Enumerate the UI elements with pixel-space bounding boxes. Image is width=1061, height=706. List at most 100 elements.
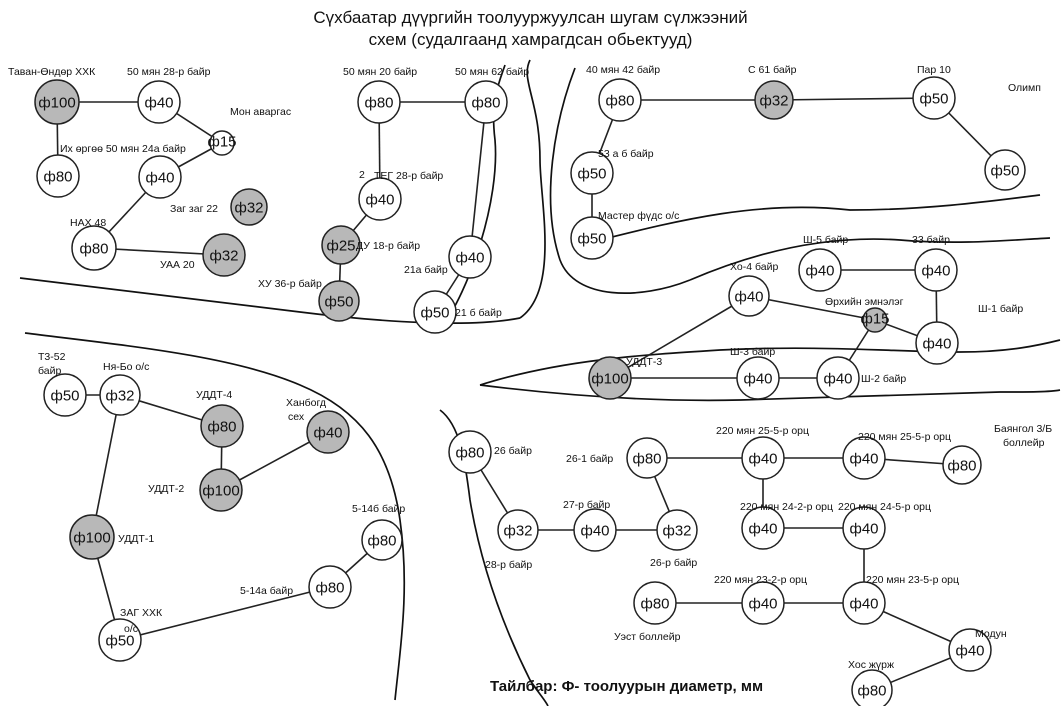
meter-circle bbox=[308, 565, 352, 609]
meter-node: ф40 bbox=[448, 235, 492, 279]
meter-node: ф80 bbox=[308, 565, 352, 609]
meter-label: ф50 bbox=[919, 91, 948, 108]
boundary-upper-left bbox=[19, 277, 521, 324]
meter-node: ф100 bbox=[69, 514, 115, 560]
meter-node: ф80 bbox=[448, 430, 492, 474]
meter-circle bbox=[34, 79, 80, 125]
meter-node: ф50 bbox=[570, 151, 614, 195]
meter-circle bbox=[202, 233, 246, 277]
meter-circle bbox=[318, 280, 360, 322]
node-caption: Ш-5 байр bbox=[803, 234, 848, 246]
node-caption: 53 а б байр bbox=[598, 148, 654, 160]
meter-node: ф100 bbox=[34, 79, 80, 125]
meter-node: ф40 bbox=[914, 248, 958, 292]
meter-circle bbox=[137, 80, 181, 124]
meter-label: ф32 bbox=[503, 523, 532, 540]
node-caption: Пар 10 bbox=[917, 64, 951, 76]
meter-label: ф40 bbox=[365, 192, 394, 209]
meter-label: ф40 bbox=[748, 521, 777, 538]
meter-label: ф80 bbox=[43, 169, 72, 186]
meter-label: ф80 bbox=[367, 533, 396, 550]
node-caption: 220 мян 23-5-р орц bbox=[866, 574, 959, 586]
node-caption: 26-1 байр bbox=[566, 453, 613, 465]
node-caption: Их өргөө 50 мян 24а байр bbox=[60, 143, 186, 155]
boundary-lower-left bbox=[24, 332, 406, 701]
meter-node: ф40 bbox=[728, 275, 770, 317]
meter-circle bbox=[598, 78, 642, 122]
node-caption: Баянгол 3/Б bbox=[994, 423, 1052, 435]
meter-circle bbox=[570, 216, 614, 260]
meter-circle bbox=[656, 509, 698, 551]
meter-label: ф32 bbox=[234, 200, 263, 217]
meter-node: ф50 bbox=[984, 149, 1026, 191]
node-caption: о/с bbox=[124, 623, 138, 635]
node-caption: байр bbox=[38, 365, 61, 377]
node-caption: УДДТ-1 bbox=[118, 533, 154, 545]
pipe-edge bbox=[91, 394, 121, 538]
node-caption: боллейр bbox=[1003, 437, 1045, 449]
meter-label: ф25 bbox=[326, 238, 355, 255]
meter-node: ф100 bbox=[588, 356, 632, 400]
meter-circle bbox=[754, 80, 794, 120]
boundary-right-wave-mid bbox=[689, 237, 1051, 281]
meter-node: ф32 bbox=[99, 374, 141, 416]
node-caption: Ханбогд bbox=[286, 397, 326, 409]
node-caption: 40 мян 42 байр bbox=[586, 64, 660, 76]
pipe-edge bbox=[119, 586, 331, 641]
node-caption: Мон аваргас bbox=[230, 106, 291, 118]
node-caption: 5-14а байр bbox=[240, 585, 293, 597]
meter-label: ф50 bbox=[324, 294, 353, 311]
pipe-edge bbox=[748, 295, 876, 321]
meter-label: ф40 bbox=[748, 451, 777, 468]
meter-circle bbox=[984, 149, 1026, 191]
meter-circle bbox=[573, 508, 617, 552]
meter-node: ф40 bbox=[741, 506, 785, 550]
node-caption: УДДТ-3 bbox=[626, 356, 662, 368]
node-caption: 21а байр bbox=[404, 264, 448, 276]
meter-label: ф80 bbox=[207, 419, 236, 436]
meter-circle bbox=[570, 151, 614, 195]
node-caption: Хос жүрж bbox=[848, 659, 894, 671]
meter-circle bbox=[200, 404, 244, 448]
node-caption: Ш-3 байр bbox=[730, 346, 775, 358]
meter-circle bbox=[914, 248, 958, 292]
meter-label: ф100 bbox=[591, 371, 628, 388]
meter-circle bbox=[741, 506, 785, 550]
meter-label: ф40 bbox=[805, 263, 834, 280]
meter-node: ф32 bbox=[497, 509, 539, 551]
meter-circle bbox=[497, 509, 539, 551]
meter-label: ф100 bbox=[38, 95, 75, 112]
meter-label: ф40 bbox=[313, 425, 342, 442]
meter-circle bbox=[798, 248, 842, 292]
meter-label: ф32 bbox=[105, 388, 134, 405]
meter-node: ф80 bbox=[464, 80, 508, 124]
meter-circle bbox=[842, 506, 886, 550]
meter-label: ф40 bbox=[145, 170, 174, 187]
legend: Тайлбар: Ф- тоолуурын диаметр, мм bbox=[490, 678, 764, 695]
title-line-2: схем (судалгаанд хамрагдсан обьектууд) bbox=[368, 30, 693, 49]
node-caption: сех bbox=[288, 411, 305, 423]
meter-label: ф40 bbox=[455, 250, 484, 267]
meter-node: ф50 bbox=[43, 373, 87, 417]
meter-node: ф40 bbox=[816, 356, 860, 400]
meter-node: ф15 bbox=[207, 130, 237, 156]
meter-circle bbox=[842, 436, 886, 480]
meter-circle bbox=[99, 374, 141, 416]
meter-node: ф32 bbox=[202, 233, 246, 277]
meter-label: ф40 bbox=[743, 371, 772, 388]
meter-label: ф40 bbox=[580, 523, 609, 540]
meter-circle bbox=[588, 356, 632, 400]
meter-label: ф80 bbox=[947, 458, 976, 475]
meter-node: ф80 bbox=[357, 80, 401, 124]
meter-circle bbox=[321, 225, 361, 265]
meter-node: ф40 bbox=[741, 436, 785, 480]
meter-circle bbox=[209, 130, 235, 156]
node-caption: 50 мян 62 байр bbox=[455, 66, 529, 78]
node-caption: С 61 байр bbox=[748, 64, 797, 76]
meter-node: ф32 bbox=[230, 188, 268, 226]
meter-circle bbox=[71, 225, 117, 271]
meter-node: ф25 bbox=[321, 225, 361, 265]
meter-circle bbox=[361, 519, 403, 561]
boundary-right-arc-top bbox=[549, 67, 691, 294]
